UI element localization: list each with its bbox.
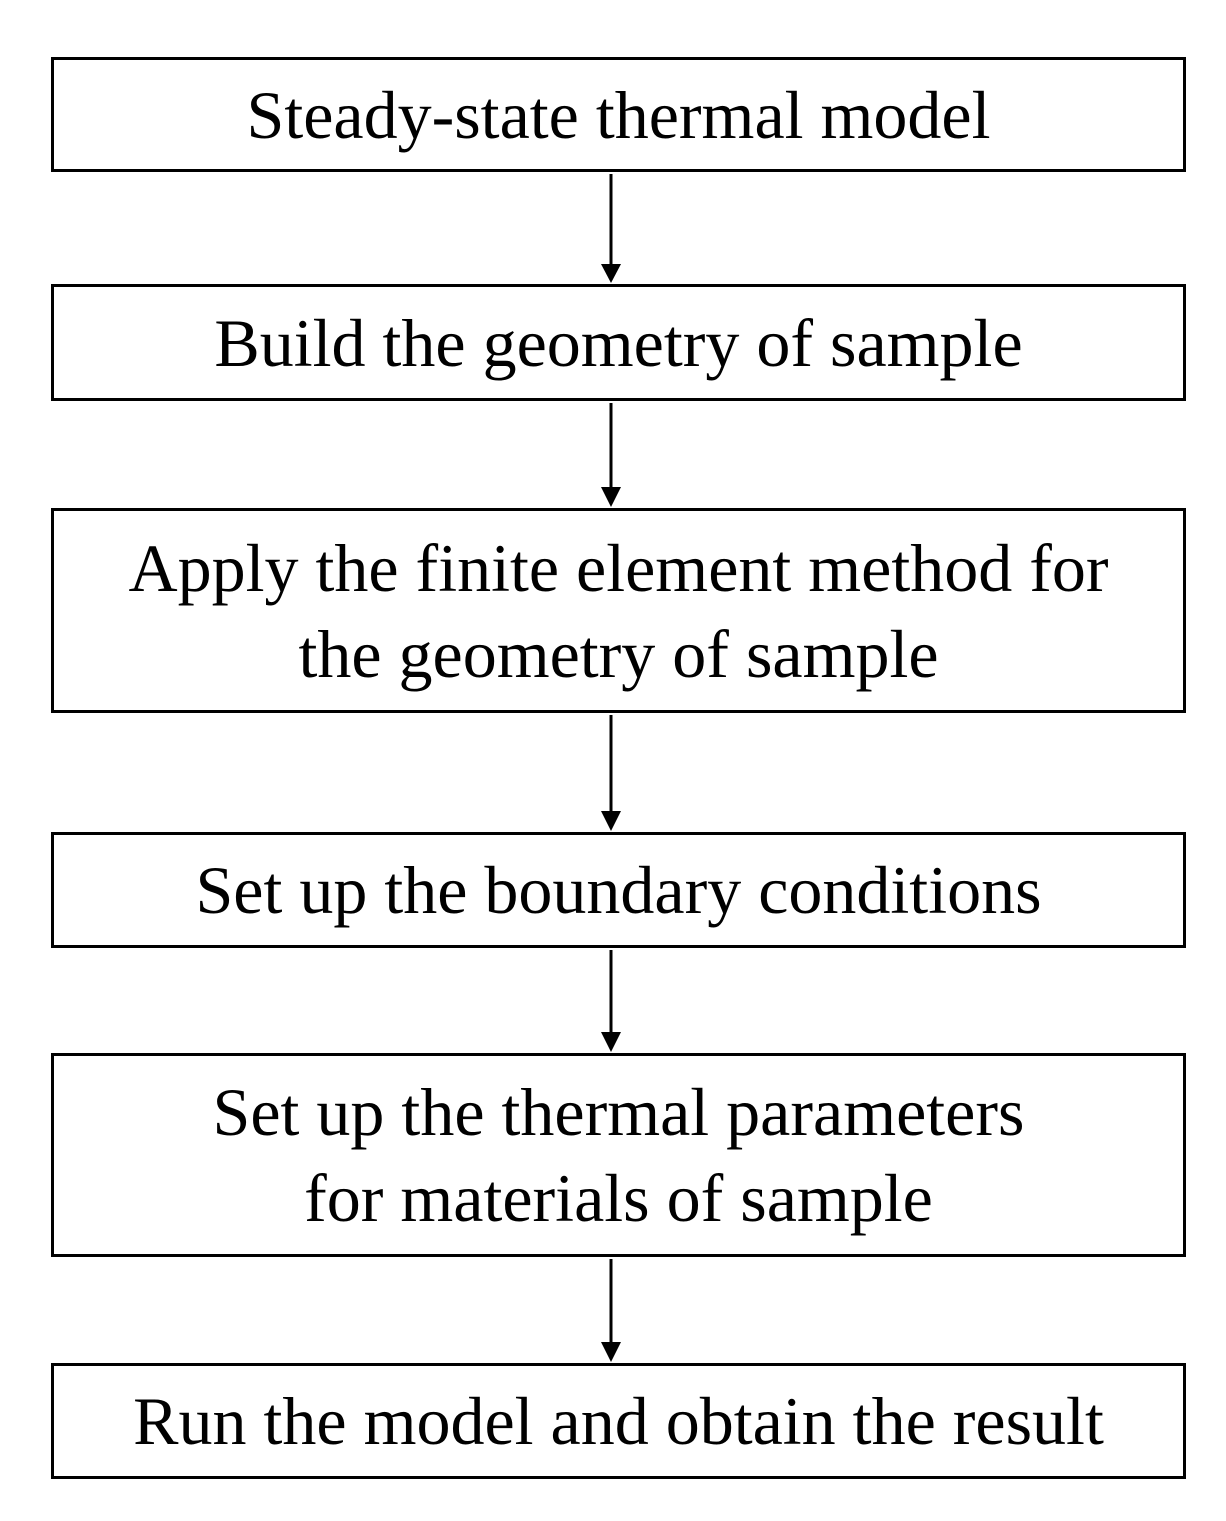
step-box-run-model: Run the model and obtain the result bbox=[51, 1363, 1186, 1479]
step-label: Run the model and obtain the result bbox=[133, 1383, 1104, 1459]
step-label: Set up the boundary conditions bbox=[195, 852, 1042, 928]
arrow-1-to-2 bbox=[601, 174, 621, 283]
step-box-apply-fem: Apply the finite element method for the … bbox=[51, 508, 1186, 713]
step-label: Set up the thermal parameters for materi… bbox=[212, 1074, 1025, 1236]
step-box-boundary-conditions: Set up the boundary conditions bbox=[51, 832, 1186, 948]
arrow-5-to-6 bbox=[601, 1259, 621, 1362]
step-box-build-geometry: Build the geometry of sample bbox=[51, 284, 1186, 401]
step-label: Apply the finite element method for the … bbox=[128, 529, 1109, 692]
step-label: Steady-state thermal model bbox=[246, 76, 991, 153]
step-box-thermal-parameters: Set up the thermal parameters for materi… bbox=[51, 1053, 1186, 1257]
arrow-3-to-4 bbox=[601, 715, 621, 831]
step-label: Build the geometry of sample bbox=[214, 304, 1023, 381]
step-box-thermal-model: Steady-state thermal model bbox=[51, 57, 1186, 172]
arrow-2-to-3 bbox=[601, 403, 621, 507]
arrow-4-to-5 bbox=[601, 950, 621, 1052]
